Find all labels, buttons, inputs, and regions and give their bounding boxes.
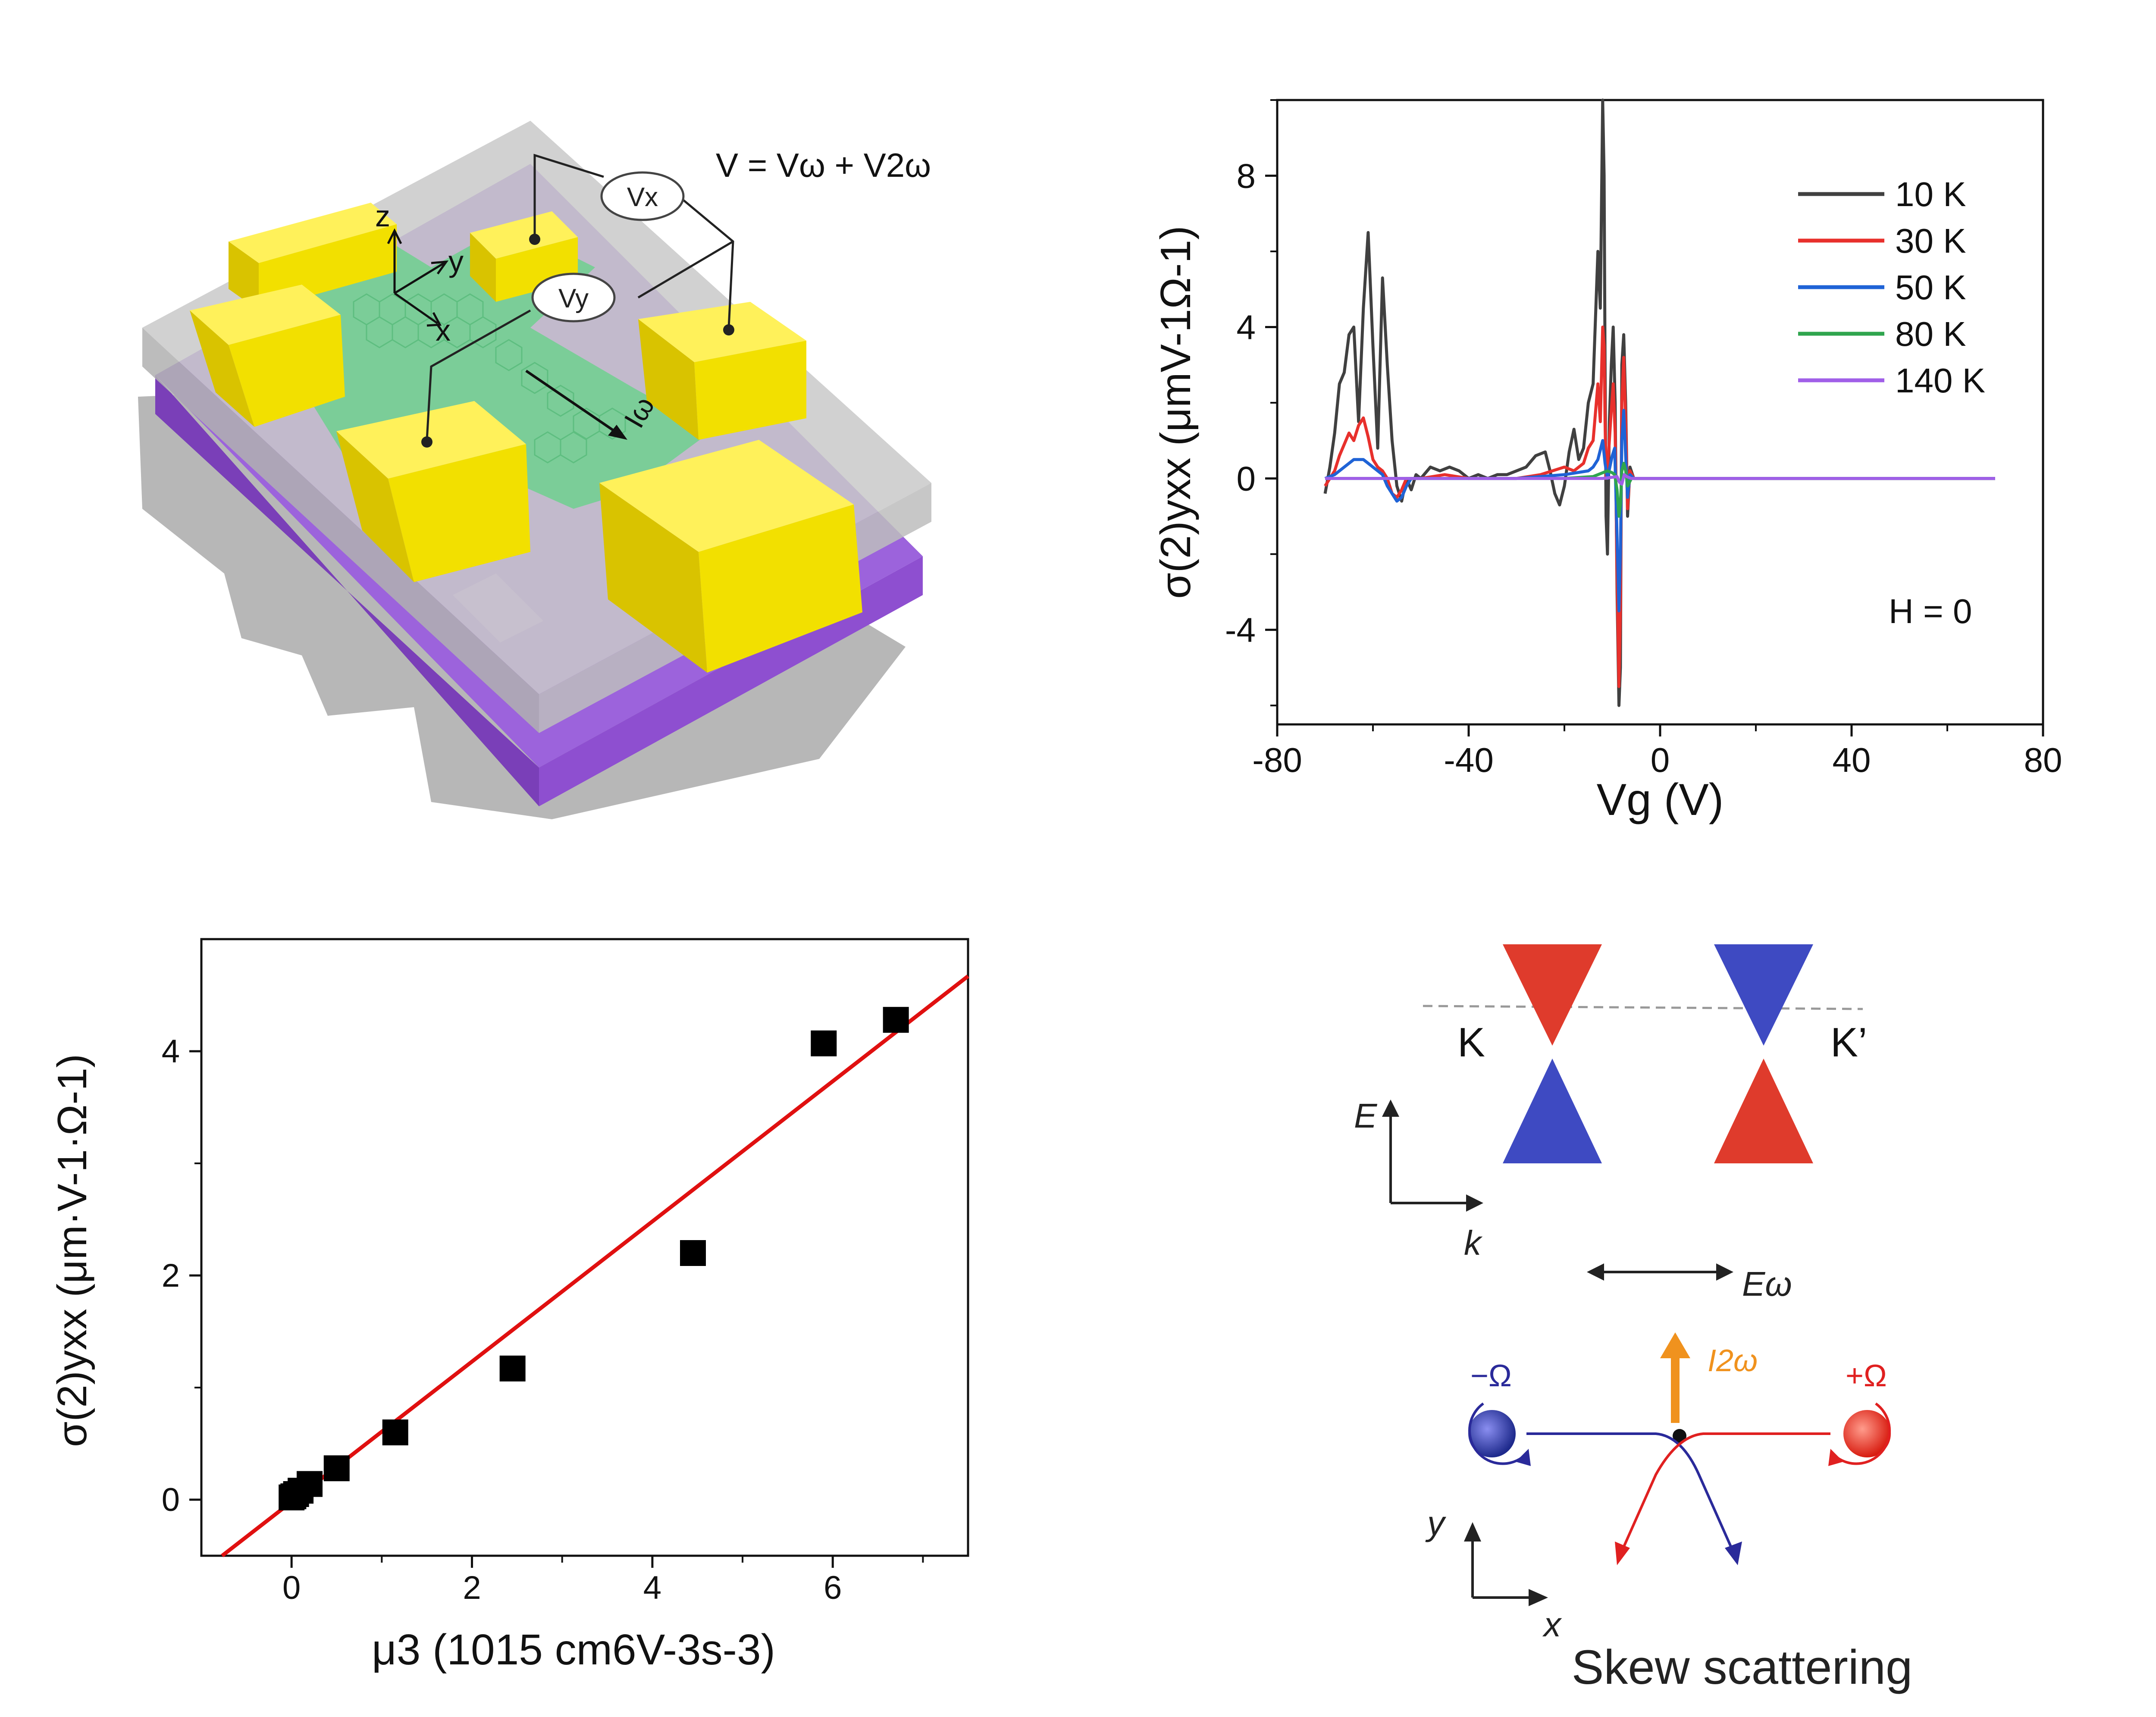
valley-k-label: K (1457, 1019, 1485, 1065)
points-group (279, 1007, 909, 1510)
electrode-front-right (599, 440, 862, 673)
y-axis-title: σ(2)yxx (μmV-1Ω-1) (1152, 226, 1199, 598)
voltage-equation: V = Vω + V2ω (716, 146, 931, 184)
nonlinear-current-arrow (1660, 1332, 1690, 1423)
field-double-arrow (1587, 1263, 1733, 1281)
legend-label: 50 K (1895, 268, 1966, 307)
legend-label: 140 K (1895, 361, 1985, 400)
skew-scattering-schematic: K K’ E k Eω I2ω (1354, 944, 1912, 1694)
oxide-front-face (142, 328, 539, 733)
red-arrowhead (1615, 1542, 1630, 1565)
legend-label: 10 K (1895, 175, 1966, 213)
blue-rotation-arrowhead (1516, 1449, 1531, 1466)
series-line-140k (1325, 473, 1995, 486)
x-tick-label: 2 (463, 1570, 481, 1606)
energy-axis-label: E (1354, 1097, 1378, 1135)
electrode-left (190, 285, 345, 427)
y-tick-label: 8 (1237, 157, 1256, 195)
valley-kp-label: K’ (1830, 1019, 1867, 1065)
legend: 10 K 30 K 50 K 80 K 140 K (1798, 175, 1985, 400)
y-direction-label: y (1425, 1504, 1447, 1542)
contact-dot (421, 436, 432, 448)
y-tick-label: 0 (162, 1482, 180, 1518)
blue-rotation-arrow (1468, 1402, 1523, 1465)
y-axis-label: y (448, 244, 464, 278)
vy-label: Vy (558, 284, 589, 313)
valley-k-upper-cone (1503, 944, 1602, 1046)
z-axis-label: z (375, 199, 390, 233)
plus-omega-label: +Ω (1846, 1359, 1887, 1393)
y-tick-label: 2 (162, 1257, 180, 1294)
vx-label: Vx (627, 182, 658, 212)
x-axis-title: μ3 (1015 cm6V-3s-3) (372, 1626, 775, 1674)
series-line-50k (1324, 409, 1995, 613)
x-tick-label: 40 (1833, 741, 1871, 779)
nonlinear-current-label: I2ω (1708, 1344, 1758, 1378)
x-tick-label: 0 (282, 1570, 301, 1606)
voltmeter-vx: Vx (600, 171, 685, 221)
substrate-front-face (155, 375, 539, 806)
red-wavepacket (1843, 1410, 1891, 1457)
contact-dot (529, 234, 540, 245)
series-line-30k (1324, 326, 1995, 688)
ac-field-label: Eω (1742, 1265, 1792, 1303)
blue-wavepacket (1468, 1410, 1516, 1457)
y-tick-label: 0 (1237, 460, 1256, 498)
x-tick-label: 80 (2024, 741, 2062, 779)
series-group (1323, 98, 1995, 707)
data-point (680, 1240, 706, 1266)
red-trajectory (1620, 1432, 1830, 1553)
mobility-scaling-chart: 0 2 4 6 0 2 4 μ3 (1015 cm6V-3s-3) σ(2)yxx (μm·… (49, 938, 969, 1674)
data-point (382, 1419, 408, 1445)
tick-group: 0 2 4 6 0 2 4 (162, 1033, 924, 1606)
x-axis-label: x (436, 313, 451, 347)
x-direction-label: x (1542, 1605, 1562, 1644)
x-axis-title: Vg (V) (1597, 775, 1724, 825)
device-schematic: Vx Vy z y x Iω V = Vω + V2ω (138, 121, 931, 819)
valley-kp-lower-cone (1714, 1059, 1813, 1163)
plot-frame (200, 938, 969, 1557)
valley-k-lower-cone (1503, 1059, 1602, 1163)
band-axes (1382, 1100, 1483, 1212)
minus-omega-label: −Ω (1470, 1359, 1512, 1393)
blue-arrowhead (1725, 1542, 1742, 1565)
y-axis-title: σ(2)yxx (μm·V-1·Ω-1) (49, 1054, 95, 1447)
panel-caption: Skew scattering (1572, 1640, 1913, 1694)
fermi-level-line (1423, 1005, 1863, 1010)
device-axes (387, 228, 449, 327)
valley-kp-upper-cone (1714, 944, 1813, 1046)
red-rotation-arrow (1836, 1402, 1891, 1465)
y-tick-label: -4 (1225, 611, 1256, 649)
current-arrow (525, 370, 627, 440)
data-point (297, 1471, 323, 1497)
real-space-axes (1464, 1522, 1548, 1606)
momentum-axis-label: k (1464, 1224, 1483, 1262)
impurity-dot (1673, 1429, 1686, 1443)
data-point (883, 1007, 909, 1033)
data-point (323, 1455, 350, 1482)
x-tick-label: 4 (643, 1570, 661, 1606)
x-tick-label: -80 (1252, 741, 1302, 779)
data-point (499, 1355, 526, 1382)
electrode-right-back (638, 302, 806, 440)
y-tick-label: 4 (1237, 308, 1256, 347)
data-point (811, 1030, 837, 1056)
x-tick-label: 0 (1651, 741, 1670, 779)
contact-dot (723, 324, 734, 335)
measurement-wires (426, 154, 734, 440)
legend-label: 30 K (1895, 222, 1966, 260)
voltmeter-vy: Vy (531, 273, 616, 323)
red-rotation-arrowhead (1828, 1449, 1843, 1466)
y-tick-label: 4 (162, 1033, 180, 1070)
legend-label: 80 K (1895, 315, 1966, 353)
field-annotation: H = 0 (1889, 592, 1972, 630)
x-tick-label: -40 (1444, 741, 1494, 779)
x-tick-label: 6 (824, 1570, 842, 1606)
